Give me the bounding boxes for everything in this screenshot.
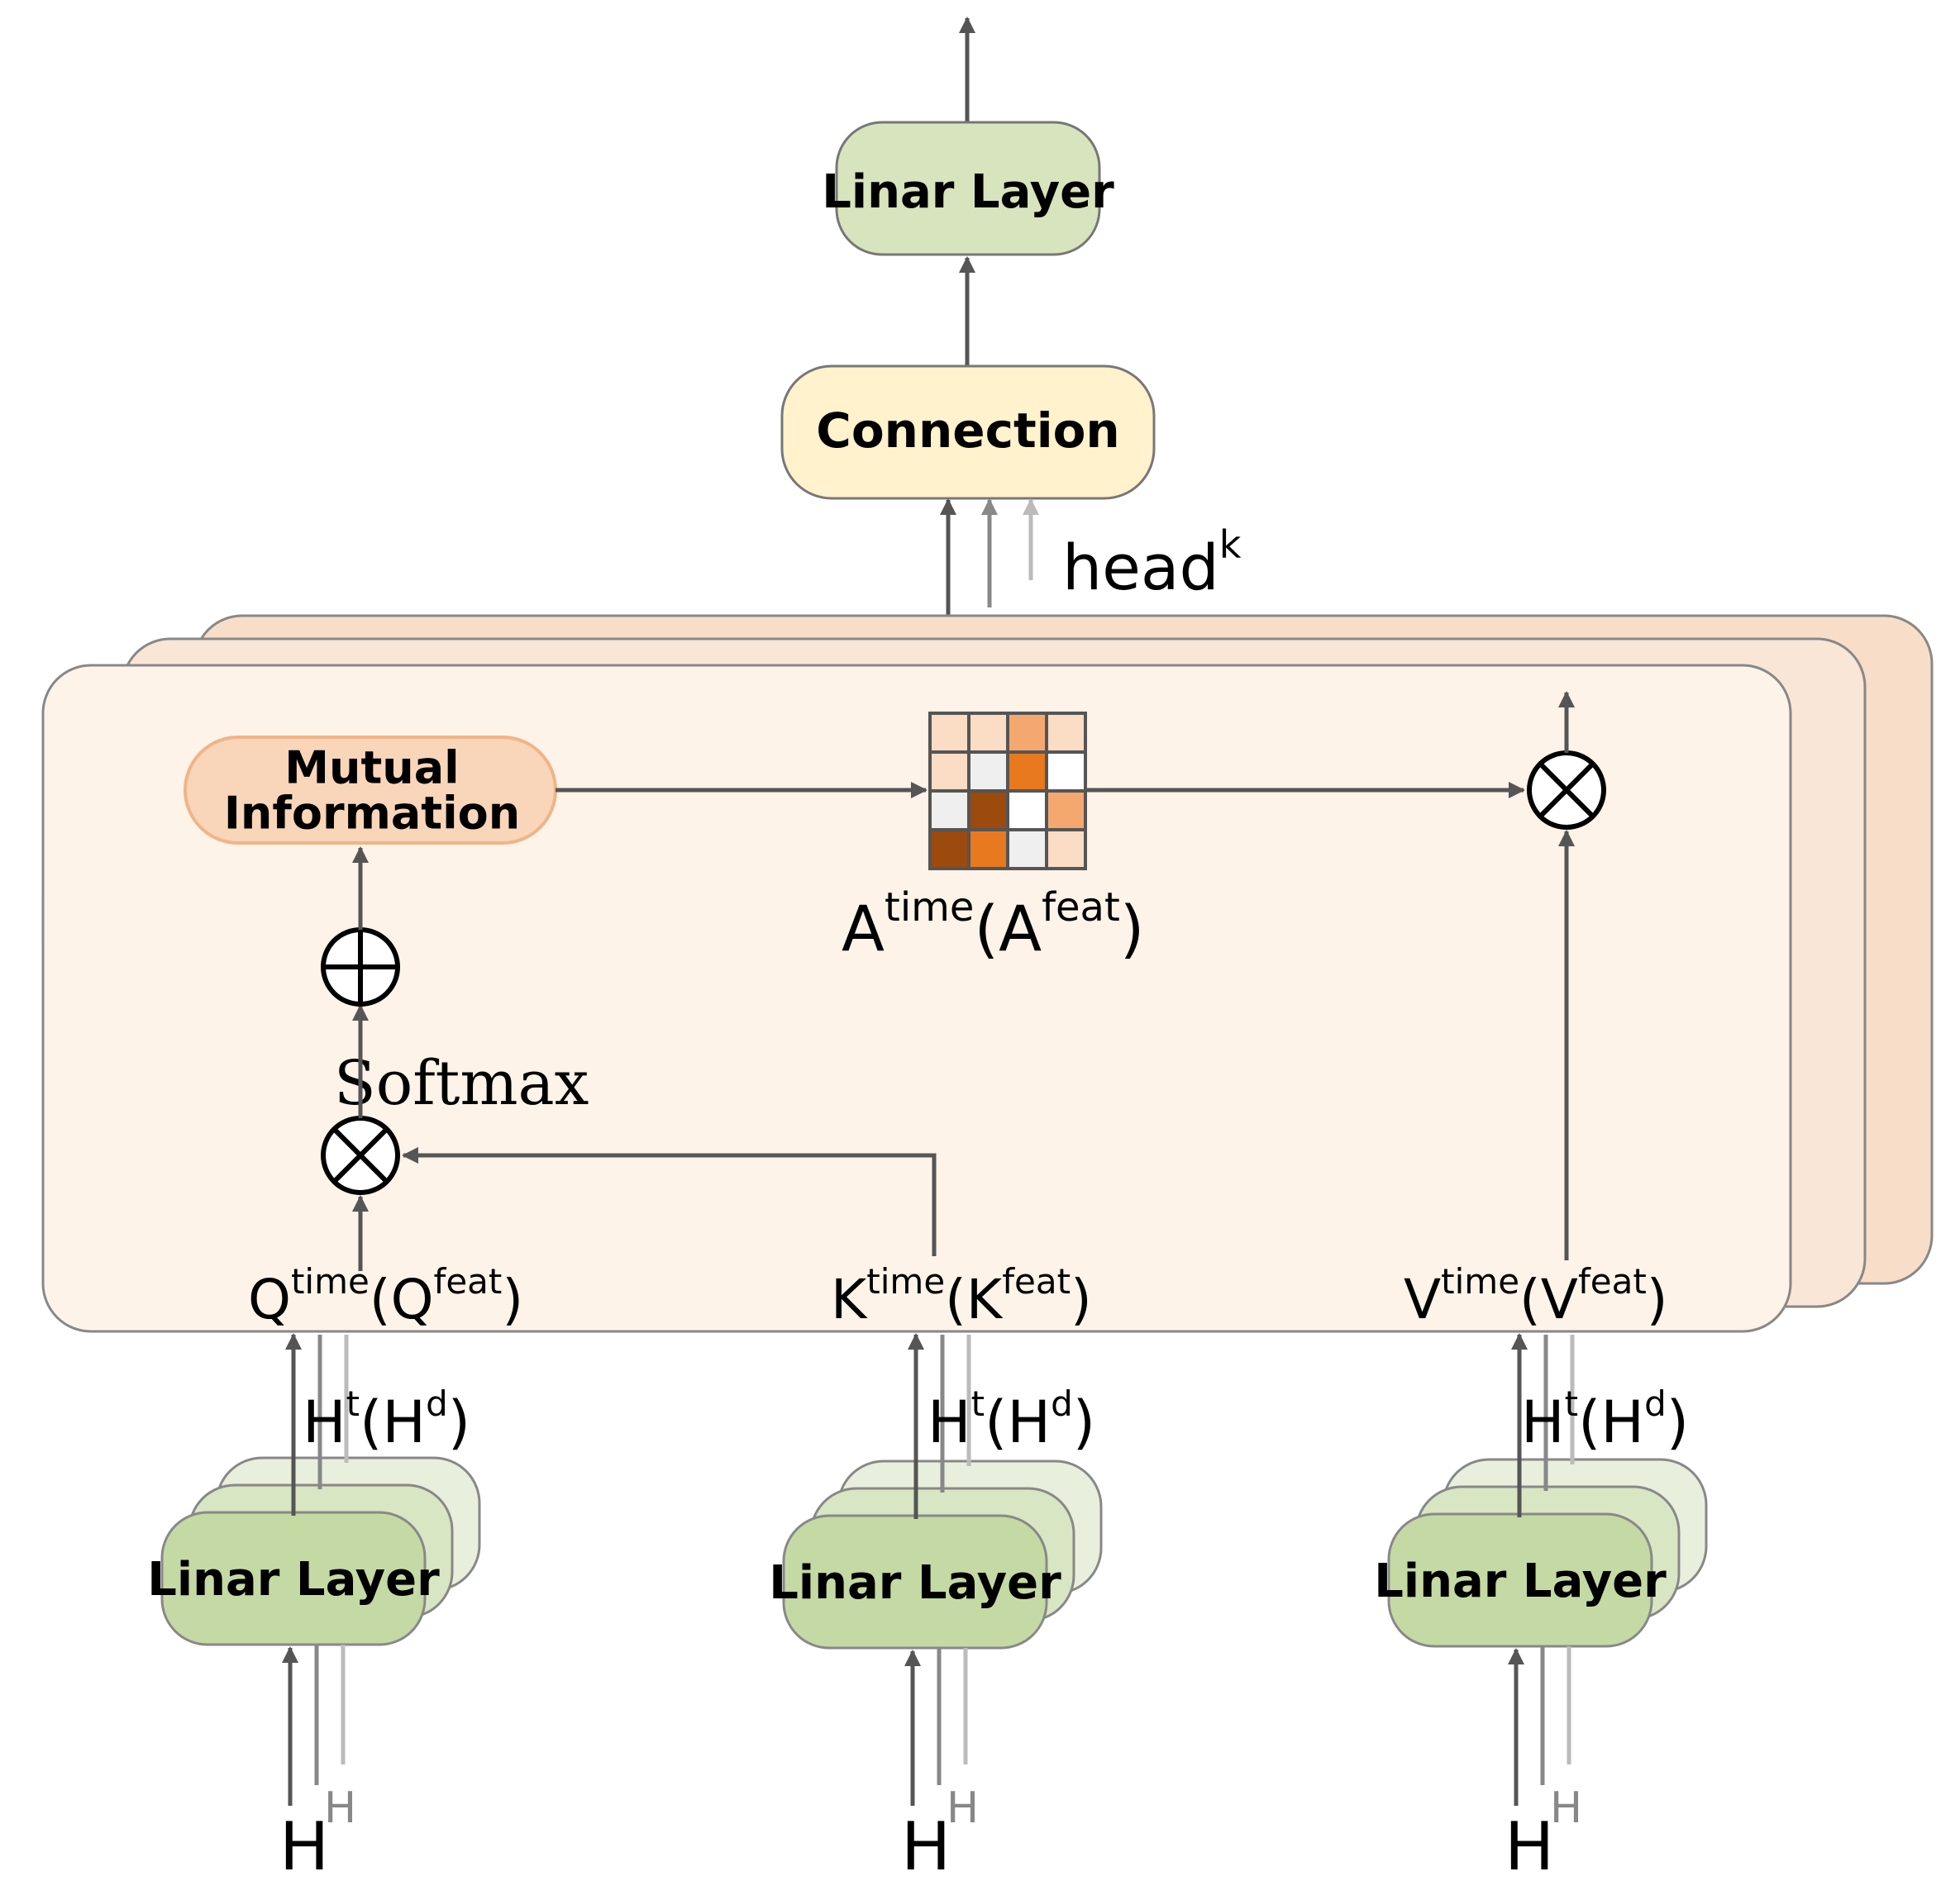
input-h-small-label: H: [324, 1783, 356, 1833]
matrix-cell: [928, 828, 970, 870]
matrix-cell: [967, 828, 1009, 870]
add-operator: [321, 927, 400, 1007]
attention-matrix: [928, 712, 1087, 870]
k-projection-label: Ktime(Kfeat): [831, 1261, 1092, 1331]
matrix-cell: [1006, 712, 1048, 754]
multiply-operator-left: [321, 1116, 400, 1195]
matrix-cell: [1045, 712, 1087, 754]
attention-matrix-label: Atime(Afeat): [842, 884, 1144, 965]
matrix-cell: [1006, 750, 1048, 793]
mutual-information-box: Mutual Information: [184, 736, 557, 845]
matrix-cell: [1045, 750, 1087, 793]
matrix-cell: [928, 712, 970, 754]
softmax-label: Softmax: [334, 1048, 589, 1119]
matrix-cell: [1006, 789, 1048, 831]
matrix-cell: [1045, 789, 1087, 831]
input-h-small-label: H: [1550, 1783, 1582, 1833]
connection-label: Connection: [816, 402, 1119, 459]
top-linear-layer-label: Linar Layer: [822, 165, 1114, 219]
matrix-cell: [928, 789, 970, 831]
ht-hd-label: Ht(Hd): [1521, 1383, 1689, 1456]
connection-box: Connection: [780, 364, 1156, 500]
input-h-label: H: [901, 1808, 951, 1885]
input-h-small-label: H: [947, 1783, 979, 1833]
linear-layer-label: Linar Layer: [769, 1556, 1061, 1610]
v-projection-label: Vtime(Vfeat): [1404, 1261, 1668, 1331]
q-projection-label: Qtime(Qfeat): [248, 1261, 523, 1331]
ht-hd-label: Ht(Hd): [303, 1383, 470, 1456]
mutual-information-line1: Mutual: [284, 742, 459, 794]
multiply-operator-right: [1527, 750, 1606, 830]
top-linear-layer: Linar Layer: [822, 121, 1114, 256]
matrix-cell: [1045, 828, 1087, 870]
matrix-cell: [967, 750, 1009, 793]
matrix-cell: [967, 712, 1009, 754]
matrix-cell: [928, 750, 970, 793]
linear-layer-label: Linar Layer: [147, 1553, 440, 1607]
mutual-information-line2: Information: [224, 788, 520, 840]
head-k-label: headk: [1062, 522, 1242, 604]
matrix-cell: [967, 789, 1009, 831]
matrix-cell: [1006, 828, 1048, 870]
input-h-label: H: [1505, 1808, 1554, 1885]
input-h-label: H: [279, 1808, 329, 1885]
ht-hd-label: Ht(Hd): [928, 1383, 1095, 1456]
linear-layer-label: Linar Layer: [1374, 1555, 1667, 1608]
k-to-multiply-arrow: [402, 1147, 937, 1256]
